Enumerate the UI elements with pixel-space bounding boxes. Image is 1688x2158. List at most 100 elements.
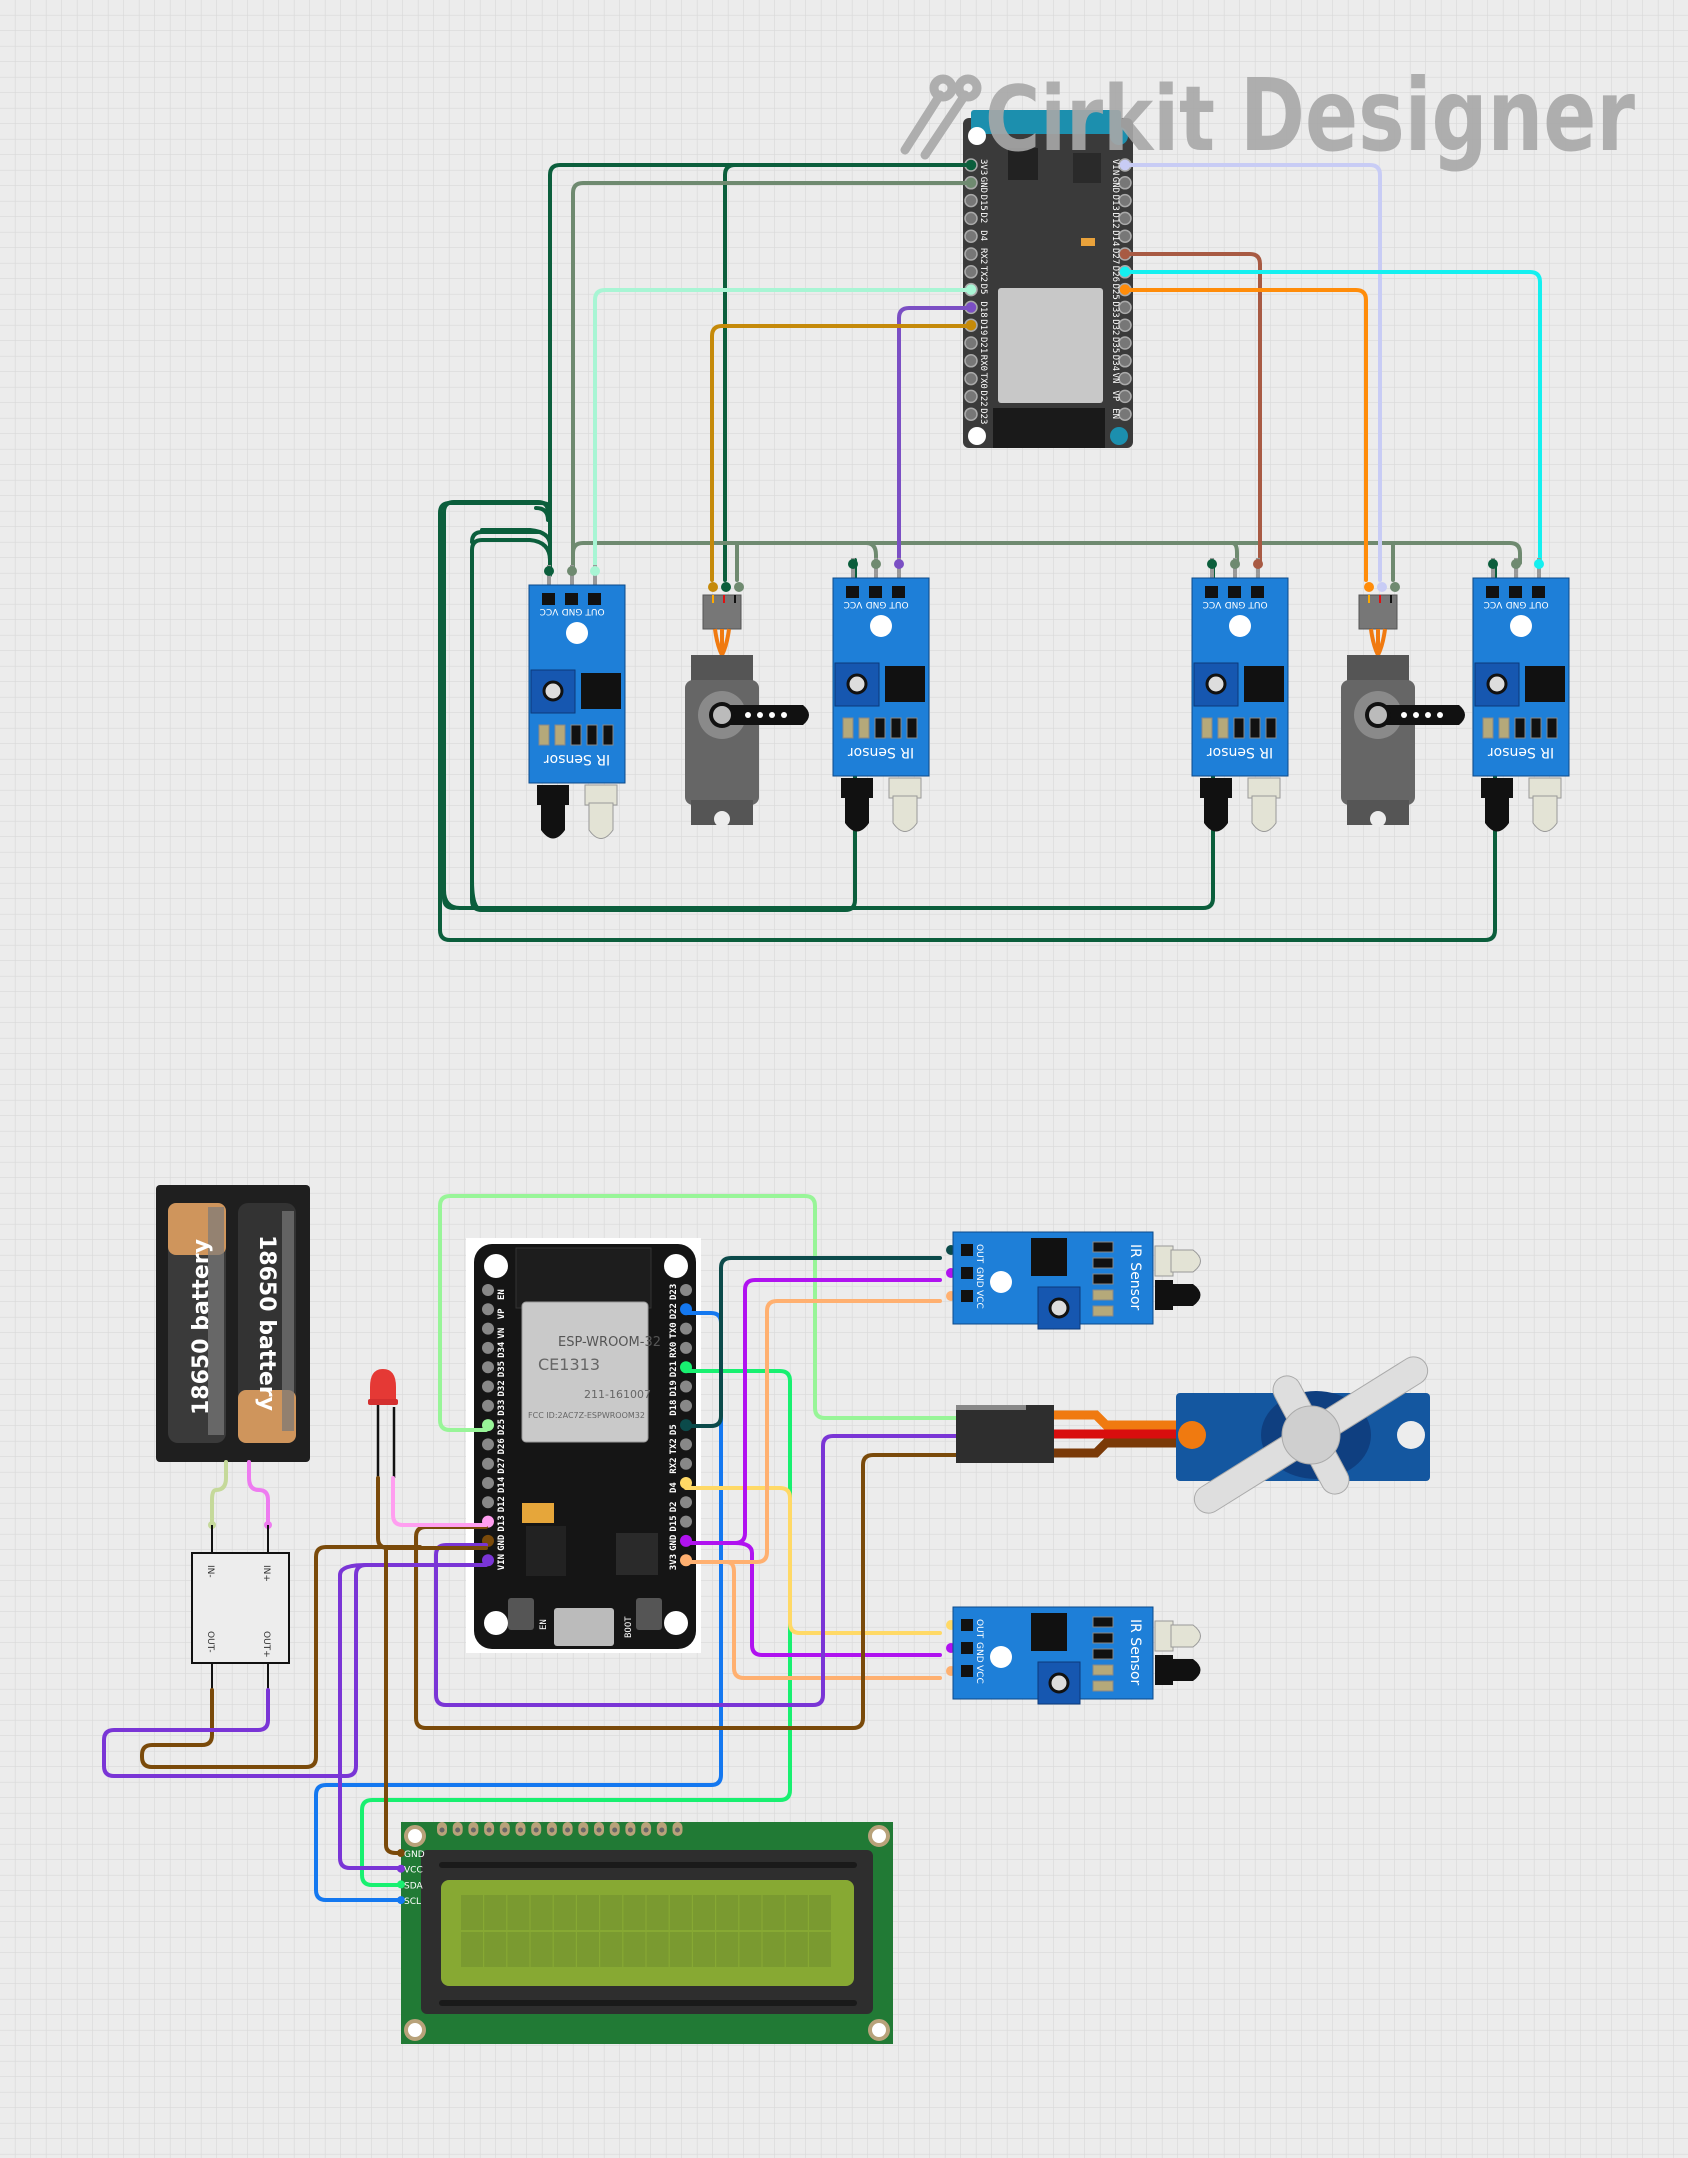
bottom-esp32-pin-vp[interactable] xyxy=(482,1303,494,1316)
top-esp32-pin-d15[interactable] xyxy=(964,193,978,208)
bottom-esp32-pin-d12[interactable] xyxy=(482,1496,494,1509)
lcd-char-cell xyxy=(553,1932,576,1967)
servo-pin-connector[interactable] xyxy=(1364,582,1374,592)
bottom-esp32-pin-d19[interactable] xyxy=(680,1380,692,1393)
top-esp32-pin-rx0[interactable] xyxy=(964,354,978,368)
top-esp32-pin-tx0[interactable] xyxy=(964,371,978,386)
bottom-esp32-pin-d27[interactable] xyxy=(482,1457,494,1470)
voltage-regulator-module[interactable]: IN- IN+ OUT- OUT+ xyxy=(191,1525,290,1691)
top-esp32-pin-label: D12 xyxy=(1110,212,1120,228)
wire-servo-gnd xyxy=(414,1453,958,1730)
ir-pin-connector[interactable] xyxy=(544,566,554,576)
servo-pin-connector[interactable] xyxy=(734,582,744,592)
ir-pin-connector[interactable] xyxy=(1534,559,1544,569)
lcd-pin-scl[interactable] xyxy=(397,1896,405,1905)
lcd-pin-vcc[interactable] xyxy=(397,1864,405,1873)
ir-pin-connector[interactable] xyxy=(894,559,904,569)
top-esp32-pin-rx2[interactable] xyxy=(964,247,978,261)
bottom-esp32-pin-d2[interactable] xyxy=(680,1496,692,1509)
bottom-servo[interactable] xyxy=(956,1352,1433,1519)
bottom-esp32-pin-rx2[interactable] xyxy=(680,1457,692,1470)
ir-pin-connector[interactable] xyxy=(1207,559,1217,569)
bottom-esp32-pin-d32[interactable] xyxy=(482,1380,494,1393)
bottom-esp32-pin-rx0[interactable] xyxy=(680,1341,692,1354)
bottom-esp32-pin-tx2[interactable] xyxy=(680,1438,692,1451)
lcd-char-cell xyxy=(739,1895,762,1930)
bottom-esp32-pin-d14[interactable] xyxy=(482,1477,494,1489)
top-servo-1[interactable] xyxy=(685,582,809,827)
top-esp32-pin-d35[interactable] xyxy=(1118,336,1132,350)
lcd-char-cell xyxy=(646,1895,669,1930)
bottom-esp32-pin-d23[interactable] xyxy=(680,1284,692,1296)
bottom-esp32-pin-tx0[interactable] xyxy=(680,1322,692,1335)
top-esp32-pin-label: VN xyxy=(1110,373,1120,384)
ir-pin-connector[interactable] xyxy=(590,566,600,576)
battery-holder[interactable]: 18650 battery 18650 battery xyxy=(156,1185,310,1462)
top-esp32-board[interactable]: 3V3GNDD15D2D4RX2TX2D5D18D19D21RX0TX0D22D… xyxy=(963,110,1133,448)
ir-pin-connector[interactable] xyxy=(1253,559,1263,569)
top-esp32-pin-d14[interactable] xyxy=(1118,229,1132,243)
bottom-esp32-pin-d15[interactable] xyxy=(680,1515,692,1528)
top-esp32-pin-d34[interactable] xyxy=(1118,354,1132,368)
top-esp32-pin-d21[interactable] xyxy=(964,336,978,350)
cirkit-designer-watermark: Cirkit Designer xyxy=(900,57,1636,174)
ir-pin-connector[interactable] xyxy=(1230,559,1240,569)
ir-pin-label-vcc: VCC xyxy=(974,1665,984,1684)
ir-pin-connector[interactable] xyxy=(567,566,577,576)
lcd-pin-label: SDA xyxy=(404,1881,423,1891)
wire-3v3-servo1 xyxy=(723,163,737,582)
lcd-pin-gnd[interactable] xyxy=(397,1849,405,1857)
servo-pin-connector[interactable] xyxy=(708,582,718,592)
bottom-esp32-pin-gnd[interactable] xyxy=(680,1534,692,1547)
ir-pin-connector[interactable] xyxy=(871,559,881,569)
bottom-esp32-pin-en[interactable] xyxy=(482,1284,494,1296)
bottom-esp32-pin-label: GND xyxy=(497,1534,507,1551)
ir-pin-connector[interactable] xyxy=(848,559,858,569)
top-esp32-pin-vp[interactable] xyxy=(1118,389,1132,404)
servo-pin-connector[interactable] xyxy=(1377,582,1387,592)
lcd-char-cell xyxy=(669,1932,692,1967)
bottom-esp32-pin-d34[interactable] xyxy=(482,1341,494,1354)
top-esp32-pin-label: D33 xyxy=(1110,301,1120,317)
top-esp32-pin-d4[interactable] xyxy=(964,229,978,243)
bottom-esp32-pin-d35[interactable] xyxy=(482,1361,494,1374)
top-esp32-pin-d33[interactable] xyxy=(1118,300,1132,315)
servo-pin-connector[interactable] xyxy=(1390,582,1400,592)
top-esp32-pin-label: RX0 xyxy=(978,355,988,371)
ir-pin-connector[interactable] xyxy=(1511,559,1521,569)
top-esp32-pin-gnd[interactable] xyxy=(1118,176,1132,190)
lcd-char-cell xyxy=(785,1895,808,1930)
bottom-esp32-pin-d26[interactable] xyxy=(482,1438,494,1451)
bottom-esp32-pin-label: D34 xyxy=(497,1341,507,1358)
top-esp32-pin-d23[interactable] xyxy=(964,407,978,421)
top-esp32-pin-tx2[interactable] xyxy=(964,265,978,279)
bottom-esp32-pin-d18[interactable] xyxy=(680,1399,692,1412)
bottom-esp32-pin-vn[interactable] xyxy=(482,1322,494,1335)
lcd-char-cell xyxy=(716,1932,739,1967)
servo-pin-connector[interactable] xyxy=(721,582,731,592)
top-servo-2[interactable] xyxy=(1341,582,1465,827)
top-esp32-pin-d32[interactable] xyxy=(1118,318,1132,332)
top-esp32-pin-d12[interactable] xyxy=(1118,211,1132,226)
top-esp32-pin-en[interactable] xyxy=(1118,407,1132,421)
wire-3v3-to-ir4 xyxy=(438,501,1497,942)
wire-3v3-main xyxy=(548,163,972,577)
lcd-pin-sda[interactable] xyxy=(397,1880,405,1889)
top-esp32-pin-vn[interactable] xyxy=(1118,371,1132,386)
ir-pin-connector[interactable] xyxy=(1488,559,1498,569)
top-esp32-pin-label: D34 xyxy=(1110,355,1120,371)
red-led[interactable] xyxy=(368,1369,398,1478)
top-esp32-pin-d13[interactable] xyxy=(1118,193,1132,208)
bottom-esp32-board[interactable]: ESP-WROOM-32 CE1313 211-161007 FCC ID:2A… xyxy=(466,1238,701,1653)
bottom-esp32-pin-d33[interactable] xyxy=(482,1399,494,1412)
top-esp32-pin-d22[interactable] xyxy=(964,389,978,404)
top-esp32-pin-d2[interactable] xyxy=(964,211,978,226)
